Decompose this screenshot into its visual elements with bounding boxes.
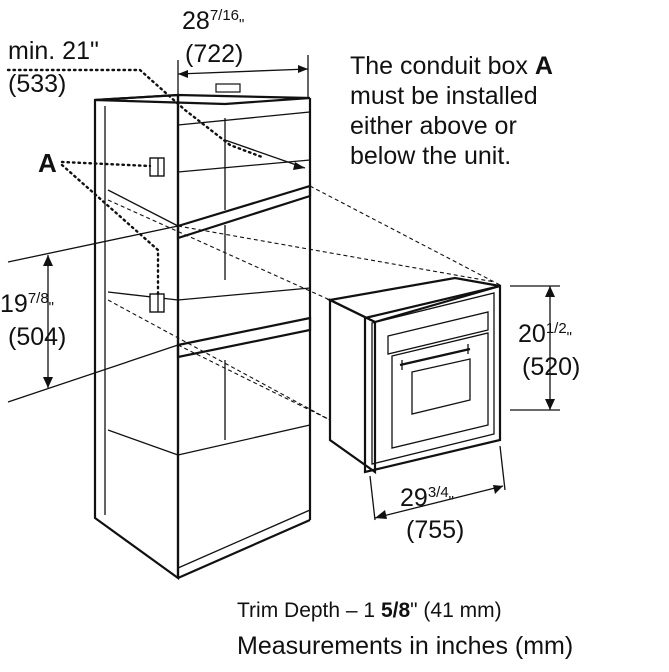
min-clearance-label: min. 21": [8, 37, 99, 65]
cabinet-shelf-lower: [176, 316, 312, 359]
min-clearance-leader: [6, 68, 264, 159]
note-line-3: either above or: [350, 112, 517, 140]
oven-width-lines: [369, 445, 506, 521]
conduit-leader-lower: [60, 163, 160, 296]
oven-handle: [399, 347, 471, 367]
note-line-4: below the unit.: [350, 142, 511, 170]
oven-door: [391, 332, 489, 449]
oven-front-frame: [363, 284, 502, 474]
cabinet: [93, 93, 312, 581]
cutout-height-label: 197/8": [0, 290, 54, 318]
cabinet-shelf-upper: [176, 184, 312, 240]
trim-depth-note: Trim Depth – 1 5/8" (41 mm): [237, 599, 502, 622]
conduit-box-lower: [149, 293, 165, 313]
measurement-units-note: Measurements in inches (mm): [237, 632, 573, 660]
oven-side: [328, 298, 377, 475]
note-line-1: The conduit box A: [350, 52, 553, 80]
oven-height-metric: (520): [522, 353, 580, 381]
cabinet-top: [94, 93, 311, 106]
cabinet-left-side: [93, 93, 180, 581]
oven-front-inner: [371, 292, 495, 465]
cutout-height-lines: [7, 225, 179, 403]
conduit-note: The conduit box A must be installed eith…: [350, 52, 553, 170]
oven-width-metric: (755): [406, 516, 464, 544]
cabinet-width-metric: (722): [185, 40, 243, 68]
cabinet-width-label: 287/16": [182, 7, 244, 35]
cabinet-upper-opening: [177, 111, 311, 227]
oven-window: [411, 358, 471, 415]
min-clearance-metric: (533): [8, 70, 66, 98]
note-line-2: must be installed: [350, 82, 538, 110]
width-dimension-lines: [177, 55, 309, 170]
projection-lines: [107, 185, 501, 421]
oven-width-label: 293/4": [400, 484, 454, 512]
conduit-leader-upper: [60, 160, 152, 168]
cutout-height-metric: (504): [8, 323, 66, 351]
conduit-label-a: A: [38, 148, 57, 178]
oven-control-panel: [387, 311, 489, 355]
oven-height-label: 201/2": [518, 320, 572, 348]
oven-height-lines: [510, 285, 560, 411]
conduit-box-upper: [149, 157, 165, 177]
oven-unit: [326, 276, 502, 475]
